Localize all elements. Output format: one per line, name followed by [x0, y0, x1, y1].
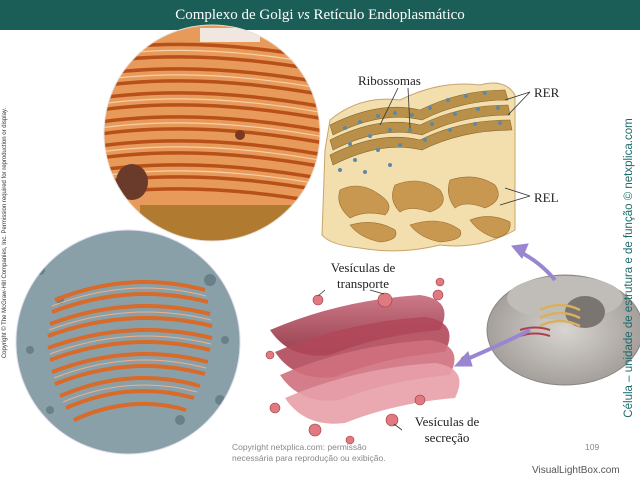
- title-part2: Retículo Endoplasmático: [309, 7, 465, 23]
- copyright-vertical: Copyright © The McGraw-Hill Companies, I…: [2, 107, 8, 359]
- label-rel: REL: [534, 190, 559, 205]
- label-vesiculas-secrecao: Vesículas de secreção: [404, 414, 490, 446]
- label-vesiculas-secrecao-line1: Vesículas de: [414, 414, 480, 429]
- footer-line1: Copyright netxplica.com: permissão: [232, 442, 367, 452]
- title-part1: Complexo de Golgi: [175, 7, 298, 23]
- golgi-micrograph: [16, 230, 240, 454]
- rer-micrograph: [104, 25, 320, 241]
- title-vs: vs: [297, 7, 310, 23]
- label-vesiculas-transporte-line1: Vesículas de: [330, 260, 396, 275]
- label-ribossomas: Ribossomas: [358, 73, 421, 88]
- label-rer: RER: [534, 85, 560, 100]
- cell-diagram: [486, 274, 640, 386]
- arrows: [453, 243, 557, 367]
- page-number: 109: [585, 442, 600, 452]
- footer-line2: necessária para reprodução ou exibição.: [232, 453, 386, 463]
- credit-vertical: Célula – unidade de estrutura e de funçã…: [623, 118, 635, 418]
- label-vesiculas-secrecao-line2: secreção: [424, 430, 470, 445]
- er-diagram: [321, 82, 531, 252]
- slide-title: Complexo de Golgi vs Retículo Endoplasmá…: [0, 0, 640, 30]
- label-vesiculas-transporte-line2: transporte: [337, 276, 389, 291]
- watermark[interactable]: VisualLightBox.com: [532, 465, 620, 476]
- label-vesiculas-transporte: Vesículas de transporte: [320, 260, 406, 292]
- footer-copyright: Copyright netxplica.com: permissão neces…: [232, 442, 386, 464]
- golgi-diagram: [265, 277, 470, 445]
